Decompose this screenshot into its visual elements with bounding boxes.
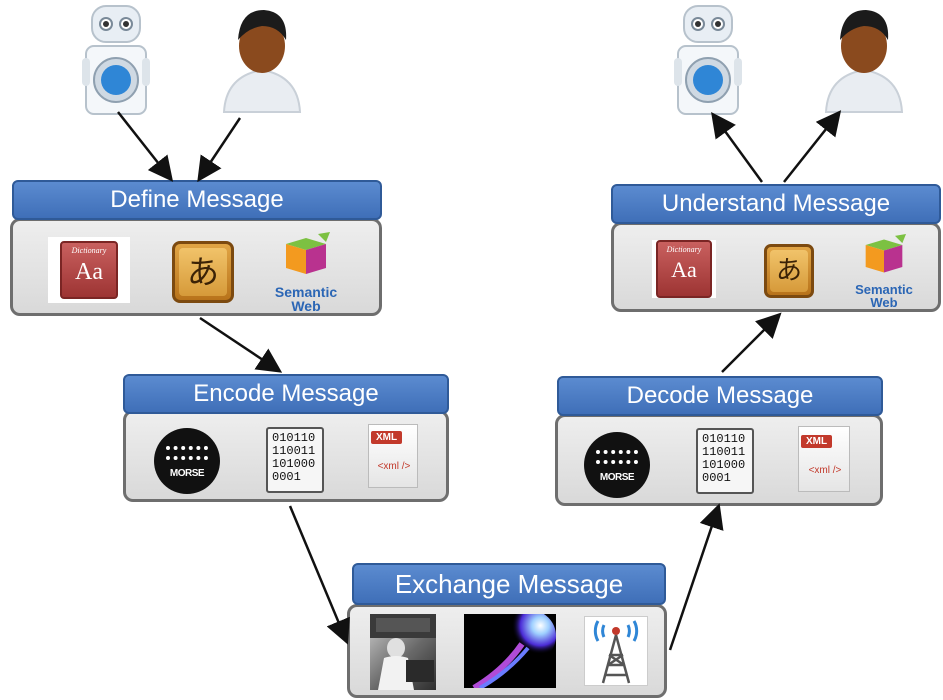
arrow-robot-to-define xyxy=(117,111,174,182)
morse-dots-icon xyxy=(166,446,208,460)
arrow-understand-to-robot xyxy=(711,111,764,183)
decode-message-title: Decode Message xyxy=(557,376,883,416)
arrow-decode-to-understand xyxy=(721,312,782,373)
kana-character-icon: あ xyxy=(764,244,814,298)
arrow-exchange-to-decode xyxy=(668,503,724,651)
fiber-optic-photo xyxy=(464,614,556,688)
morse-code-icon: MORSE xyxy=(584,432,650,498)
arrow-encode-to-exchange xyxy=(288,505,350,645)
person-avatar-icon xyxy=(222,10,302,113)
define-message-title: Define Message xyxy=(12,180,382,220)
semantic-web-logo: Semantic Web xyxy=(846,234,922,310)
robot-washing-machine-icon xyxy=(674,5,742,115)
exchange-message-title: Exchange Message xyxy=(352,563,666,605)
semantic-web-logo: Semantic Web xyxy=(268,232,344,314)
telegraph-operator-photo xyxy=(370,614,436,690)
morse-dots-icon xyxy=(596,450,638,464)
xml-file-icon: XML <xml /> xyxy=(798,426,850,492)
semantic-web-cube-icon xyxy=(286,232,330,274)
binary-document-icon: 010110 110011 101000 0001 xyxy=(266,427,324,493)
arrow-person-to-define xyxy=(197,117,242,183)
robot-washing-machine-icon xyxy=(82,5,150,115)
encode-message-title: Encode Message xyxy=(123,374,449,414)
binary-document-icon: 010110 110011 101000 0001 xyxy=(696,428,754,494)
xml-file-icon: XML <xml /> xyxy=(368,424,418,488)
morse-code-icon: MORSE xyxy=(154,428,220,494)
person-avatar-icon xyxy=(824,10,904,113)
arrow-understand-to-person xyxy=(783,110,842,183)
semantic-web-cube-icon xyxy=(865,234,906,273)
dictionary-icon: Dictionary Aa xyxy=(652,240,716,298)
dictionary-icon: Dictionary Aa xyxy=(48,237,130,303)
understand-message-title: Understand Message xyxy=(611,184,941,224)
radio-tower-icon xyxy=(584,616,648,686)
arrow-define-to-encode xyxy=(199,316,283,373)
kana-character-icon: あ xyxy=(172,241,234,303)
